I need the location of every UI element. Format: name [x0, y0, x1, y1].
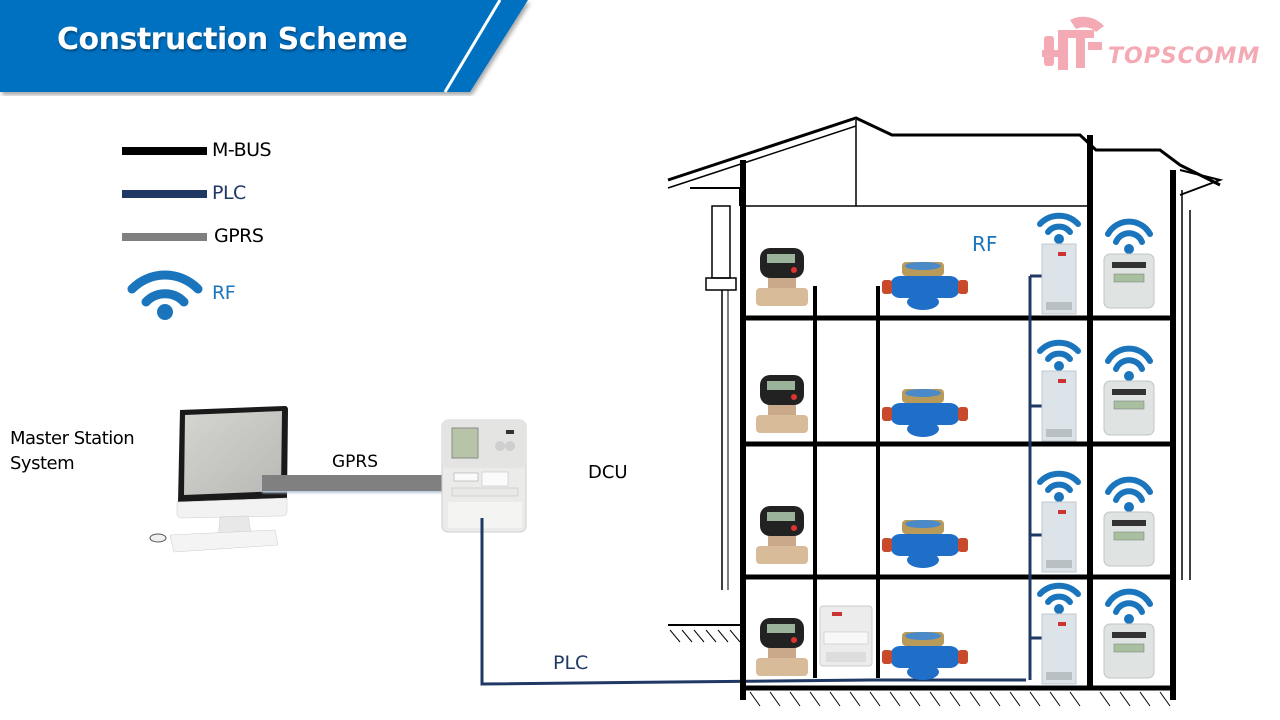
- gprs-link-line: [262, 475, 444, 491]
- gas-meter-icon: [1098, 218, 1160, 314]
- banner-stripe: [443, 0, 502, 93]
- gas-meter-icon: [1098, 476, 1160, 572]
- legend-gprs-line: [122, 233, 207, 241]
- water-meter-icon: [880, 630, 970, 688]
- legend-plc-label: PLC: [212, 182, 246, 204]
- legend-rf-wifi-icon: [127, 270, 203, 320]
- legend-mbus-line: [122, 147, 207, 155]
- water-meter-icon: [880, 387, 970, 445]
- rf-collector-icon: [1034, 208, 1084, 320]
- title-banner: [0, 0, 528, 93]
- concentrator-icon: [818, 604, 874, 672]
- topscomm-logo-icon: [1042, 16, 1104, 70]
- building-rf-label: RF: [972, 232, 998, 256]
- heat-meter-icon: [752, 246, 812, 316]
- rf-collector-icon: [1034, 466, 1084, 578]
- plc-link-line: [480, 518, 1026, 686]
- building-cross-section: [667, 116, 1224, 707]
- heat-meter-icon: [752, 504, 812, 574]
- legend-rf-label: RF: [212, 282, 236, 304]
- master-station-label-line1: Master Station: [10, 428, 135, 449]
- master-station-label-line2: System: [10, 453, 75, 474]
- dcu-device-icon: [441, 419, 527, 533]
- logo-text: TOPSCOMM: [1108, 44, 1261, 69]
- rf-collector-icon: [1034, 335, 1084, 447]
- water-meter-icon: [880, 260, 970, 318]
- legend-gprs-label: GPRS: [214, 225, 264, 247]
- banner-background: [0, 0, 528, 92]
- plc-link-label: PLC: [553, 652, 589, 674]
- gprs-link-label: GPRS: [332, 452, 379, 472]
- gas-meter-icon: [1098, 588, 1160, 684]
- dcu-label: DCU: [588, 462, 628, 483]
- legend-plc-line: [122, 190, 207, 198]
- heat-meter-icon: [752, 373, 812, 443]
- legend-mbus-label: M-BUS: [212, 139, 272, 161]
- heat-meter-icon: [752, 616, 812, 686]
- gas-meter-icon: [1098, 345, 1160, 441]
- water-meter-icon: [880, 518, 970, 576]
- rf-collector-icon: [1034, 578, 1084, 690]
- computer-monitor-icon: [149, 406, 288, 553]
- page-title: Construction Scheme: [57, 22, 408, 57]
